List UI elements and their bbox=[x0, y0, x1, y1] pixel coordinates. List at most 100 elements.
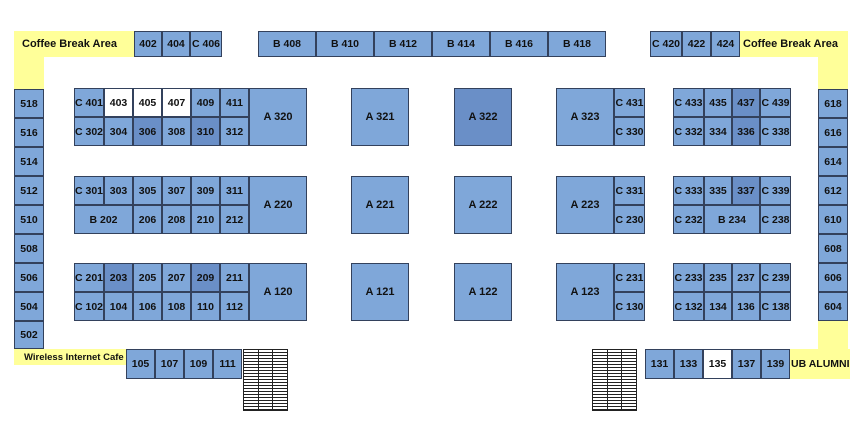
booth-209[interactable]: 209 bbox=[191, 263, 220, 292]
booth-c138[interactable]: C 138 bbox=[760, 292, 791, 321]
booth-312[interactable]: 312 bbox=[220, 117, 249, 146]
booth-612[interactable]: 612 bbox=[818, 176, 848, 205]
booth-403[interactable]: 403 bbox=[104, 88, 133, 117]
booth-504[interactable]: 504 bbox=[14, 292, 44, 321]
booth-610[interactable]: 610 bbox=[818, 205, 848, 234]
booth-309[interactable]: 309 bbox=[191, 176, 220, 205]
booth-422[interactable]: 422 bbox=[682, 31, 711, 57]
booth-b234[interactable]: B 234 bbox=[704, 205, 760, 234]
booth-518[interactable]: 518 bbox=[14, 89, 44, 118]
booth-b412[interactable]: B 412 bbox=[374, 31, 432, 57]
booth-614[interactable]: 614 bbox=[818, 147, 848, 176]
booth-c230[interactable]: C 230 bbox=[614, 205, 645, 234]
booth-303[interactable]: 303 bbox=[104, 176, 133, 205]
booth-c232[interactable]: C 232 bbox=[673, 205, 704, 234]
booth-b414[interactable]: B 414 bbox=[432, 31, 490, 57]
booth-405[interactable]: 405 bbox=[133, 88, 162, 117]
booth-402[interactable]: 402 bbox=[134, 31, 162, 57]
booth-235[interactable]: 235 bbox=[704, 263, 732, 292]
booth-108[interactable]: 108 bbox=[162, 292, 191, 321]
booth-a220[interactable]: A 220 bbox=[249, 176, 307, 234]
booth-c331[interactable]: C 331 bbox=[614, 176, 645, 205]
booth-306[interactable]: 306 bbox=[133, 117, 162, 146]
booth-c201[interactable]: C 201 bbox=[74, 263, 104, 292]
booth-111[interactable]: 111 bbox=[213, 349, 242, 379]
booth-c332[interactable]: C 332 bbox=[673, 117, 704, 146]
booth-237[interactable]: 237 bbox=[732, 263, 760, 292]
booth-606[interactable]: 606 bbox=[818, 263, 848, 292]
booth-136[interactable]: 136 bbox=[732, 292, 760, 321]
booth-206[interactable]: 206 bbox=[133, 205, 162, 234]
booth-c420[interactable]: C 420 bbox=[650, 31, 682, 57]
booth-c132[interactable]: C 132 bbox=[673, 292, 704, 321]
booth-135[interactable]: 135 bbox=[703, 349, 732, 379]
booth-c406[interactable]: C 406 bbox=[190, 31, 222, 57]
booth-336[interactable]: 336 bbox=[732, 117, 760, 146]
booth-512[interactable]: 512 bbox=[14, 176, 44, 205]
booth-514[interactable]: 514 bbox=[14, 147, 44, 176]
booth-c231[interactable]: C 231 bbox=[614, 263, 645, 292]
booth-c238[interactable]: C 238 bbox=[760, 205, 791, 234]
booth-a120[interactable]: A 120 bbox=[249, 263, 307, 321]
booth-435[interactable]: 435 bbox=[704, 88, 732, 117]
booth-c338[interactable]: C 338 bbox=[760, 117, 791, 146]
booth-208[interactable]: 208 bbox=[162, 205, 191, 234]
booth-307[interactable]: 307 bbox=[162, 176, 191, 205]
booth-304[interactable]: 304 bbox=[104, 117, 133, 146]
booth-a122[interactable]: A 122 bbox=[454, 263, 512, 321]
booth-502[interactable]: 502 bbox=[14, 321, 44, 349]
booth-510[interactable]: 510 bbox=[14, 205, 44, 234]
booth-a321[interactable]: A 321 bbox=[351, 88, 409, 146]
booth-112[interactable]: 112 bbox=[220, 292, 249, 321]
booth-c130[interactable]: C 130 bbox=[614, 292, 645, 321]
booth-110[interactable]: 110 bbox=[191, 292, 220, 321]
booth-137[interactable]: 137 bbox=[732, 349, 761, 379]
booth-109[interactable]: 109 bbox=[184, 349, 213, 379]
booth-508[interactable]: 508 bbox=[14, 234, 44, 263]
booth-c401[interactable]: C 401 bbox=[74, 88, 104, 117]
booth-a322[interactable]: A 322 bbox=[454, 88, 512, 146]
booth-139[interactable]: 139 bbox=[761, 349, 790, 379]
booth-107[interactable]: 107 bbox=[155, 349, 184, 379]
booth-409[interactable]: 409 bbox=[191, 88, 220, 117]
booth-335[interactable]: 335 bbox=[704, 176, 732, 205]
booth-337[interactable]: 337 bbox=[732, 176, 760, 205]
booth-311[interactable]: 311 bbox=[220, 176, 249, 205]
booth-b202[interactable]: B 202 bbox=[74, 205, 133, 234]
booth-b418[interactable]: B 418 bbox=[548, 31, 606, 57]
booth-c330[interactable]: C 330 bbox=[614, 117, 645, 146]
booth-308[interactable]: 308 bbox=[162, 117, 191, 146]
booth-c439[interactable]: C 439 bbox=[760, 88, 791, 117]
booth-b416[interactable]: B 416 bbox=[490, 31, 548, 57]
booth-c102[interactable]: C 102 bbox=[74, 292, 104, 321]
booth-a121[interactable]: A 121 bbox=[351, 263, 409, 321]
booth-a323[interactable]: A 323 bbox=[556, 88, 614, 146]
booth-c339[interactable]: C 339 bbox=[760, 176, 791, 205]
booth-207[interactable]: 207 bbox=[162, 263, 191, 292]
booth-608[interactable]: 608 bbox=[818, 234, 848, 263]
booth-212[interactable]: 212 bbox=[220, 205, 249, 234]
booth-104[interactable]: 104 bbox=[104, 292, 133, 321]
booth-c239[interactable]: C 239 bbox=[760, 263, 791, 292]
booth-106[interactable]: 106 bbox=[133, 292, 162, 321]
booth-334[interactable]: 334 bbox=[704, 117, 732, 146]
booth-424[interactable]: 424 bbox=[711, 31, 740, 57]
booth-c333[interactable]: C 333 bbox=[673, 176, 704, 205]
booth-310[interactable]: 310 bbox=[191, 117, 220, 146]
booth-437[interactable]: 437 bbox=[732, 88, 760, 117]
booth-c433[interactable]: C 433 bbox=[673, 88, 704, 117]
booth-604[interactable]: 604 bbox=[818, 292, 848, 321]
booth-a222[interactable]: A 222 bbox=[454, 176, 512, 234]
booth-407[interactable]: 407 bbox=[162, 88, 191, 117]
booth-b408[interactable]: B 408 bbox=[258, 31, 316, 57]
booth-c431[interactable]: C 431 bbox=[614, 88, 645, 117]
booth-618[interactable]: 618 bbox=[818, 89, 848, 118]
booth-305[interactable]: 305 bbox=[133, 176, 162, 205]
booth-506[interactable]: 506 bbox=[14, 263, 44, 292]
booth-131[interactable]: 131 bbox=[645, 349, 674, 379]
booth-a320[interactable]: A 320 bbox=[249, 88, 307, 146]
booth-203[interactable]: 203 bbox=[104, 263, 133, 292]
booth-c233[interactable]: C 233 bbox=[673, 263, 704, 292]
booth-404[interactable]: 404 bbox=[162, 31, 190, 57]
booth-c301[interactable]: C 301 bbox=[74, 176, 104, 205]
